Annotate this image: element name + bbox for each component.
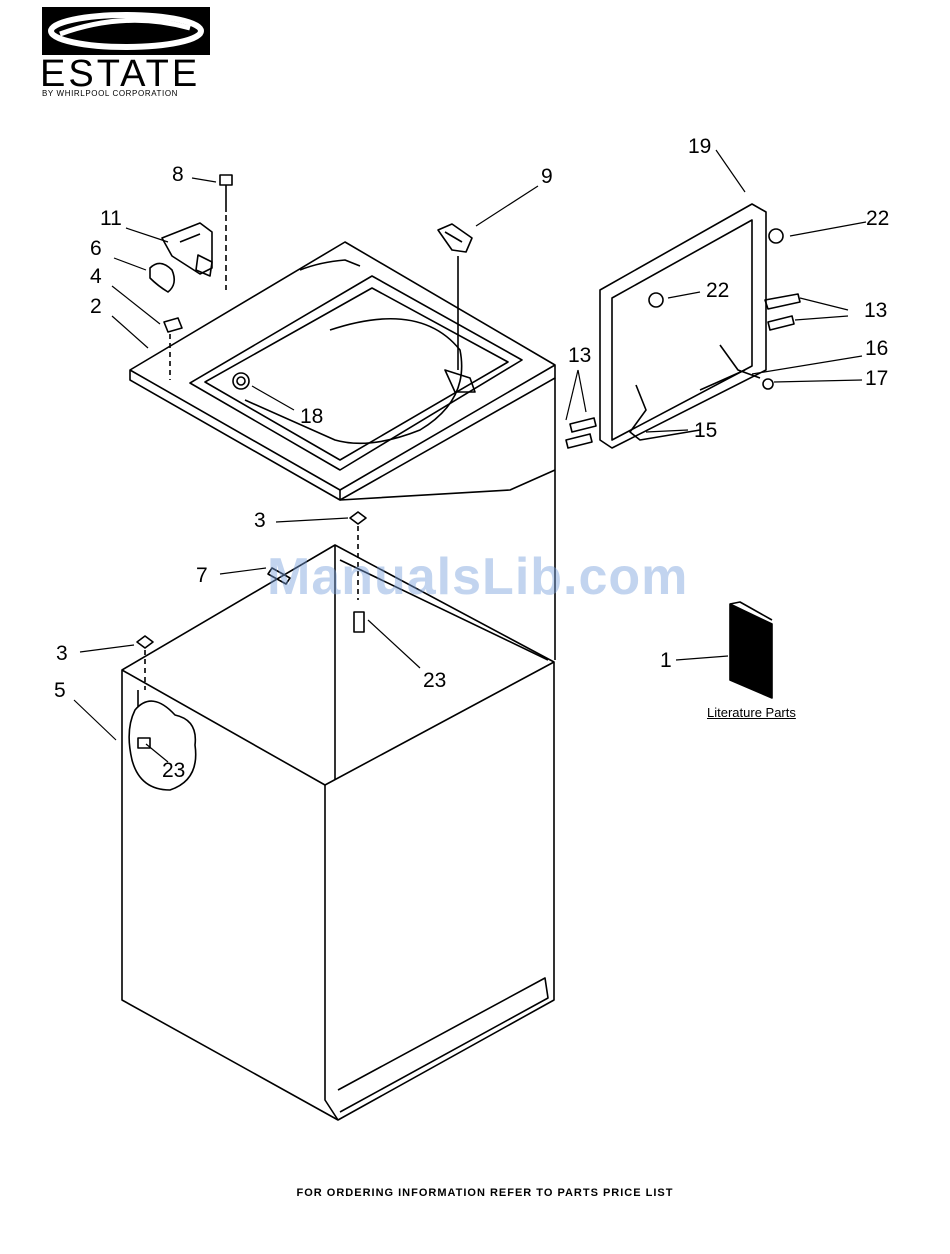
callout-23a: 23 <box>423 670 446 691</box>
cabinet-part <box>122 545 554 1120</box>
callout-2: 2 <box>90 296 102 317</box>
callout-18: 18 <box>300 406 323 427</box>
callout-16: 16 <box>865 338 888 359</box>
lid-part <box>600 204 766 448</box>
callout-3b: 3 <box>56 643 68 664</box>
callout-5: 5 <box>54 680 66 701</box>
literature-booklet-icon <box>730 602 772 698</box>
callout-4: 4 <box>90 266 102 287</box>
watermark: ManualsLib.com <box>267 547 688 607</box>
callout-15: 15 <box>694 420 717 441</box>
callout-3a: 3 <box>254 510 266 531</box>
callout-17: 17 <box>865 368 888 389</box>
callout-13a: 13 <box>864 300 887 321</box>
callout-23b: 23 <box>162 760 185 781</box>
callout-1: 1 <box>660 650 672 671</box>
brand-name: ESTATE <box>40 55 200 93</box>
callout-8: 8 <box>172 164 184 185</box>
brand-logo-icon <box>42 7 210 55</box>
brand-subtitle: BY WHIRLPOOL CORPORATION <box>42 89 178 98</box>
callout-7: 7 <box>196 565 208 586</box>
callout-13b: 13 <box>568 345 591 366</box>
callout-19: 19 <box>688 136 711 157</box>
callout-6: 6 <box>90 238 102 259</box>
literature-parts-label: Literature Parts <box>707 705 796 720</box>
top-cover-part <box>130 242 555 500</box>
callout-11: 11 <box>100 208 122 229</box>
callout-22b: 22 <box>706 280 729 301</box>
callout-9: 9 <box>541 166 553 187</box>
wire-clip-part <box>150 263 174 292</box>
footer-note: FOR ORDERING INFORMATION REFER TO PARTS … <box>0 1187 950 1199</box>
callout-22a: 22 <box>866 208 889 229</box>
screw-8-part <box>220 175 232 290</box>
